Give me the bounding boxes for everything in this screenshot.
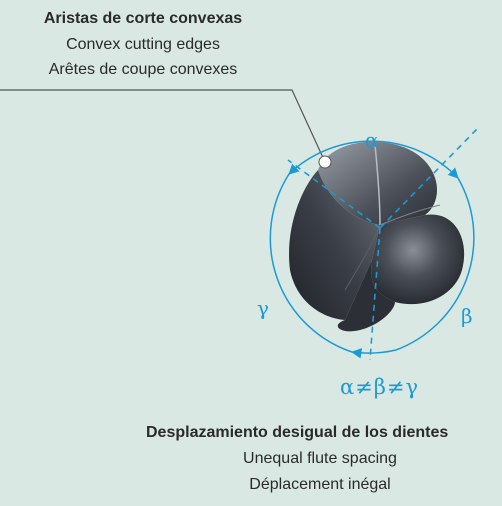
leader-line [0, 89, 326, 163]
alpha-label: α [365, 128, 379, 152]
inequality-label: α≠β≠γ [340, 375, 420, 399]
angle-arcs [269, 140, 475, 359]
flute-centerlines [287, 127, 479, 361]
drill-lobe-bottom [337, 260, 395, 332]
top-label-en: Convex cutting edges [66, 36, 220, 53]
bottom-label-es: Desplazamiento desigual de los dientes [146, 424, 449, 441]
drill-lobe-top [318, 141, 437, 225]
drill-lobe-left [289, 170, 380, 320]
arc-bottom [350, 348, 397, 359]
beta-label: β [461, 304, 473, 328]
arc-left [269, 173, 353, 353]
top-label-es: Aristas de corte convexas [43, 10, 243, 27]
arc-alpha [288, 140, 459, 179]
bottom-label-en: Unequal flute spacing [243, 450, 397, 467]
top-label-fr: Arêtes de coupe convexes [48, 61, 238, 78]
drill-tip [289, 141, 465, 332]
convex-edge-marker [318, 155, 332, 169]
drill-lobe-right [371, 214, 465, 305]
gamma-label: γ [257, 296, 269, 320]
arc-beta-gamma-right [395, 177, 475, 351]
bottom-label-fr: Déplacement inégal [249, 476, 391, 493]
